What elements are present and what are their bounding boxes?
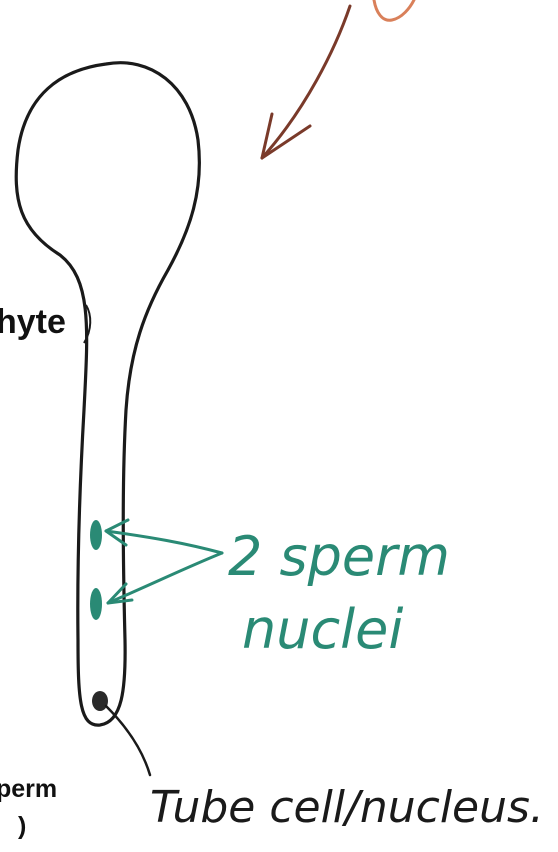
partial-label-top: hyte	[0, 303, 66, 341]
sperm-nuclei-label-line1: 2 sperm	[228, 525, 450, 588]
partial-label-bottom-2: )	[18, 812, 26, 840]
sperm-nucleus-upper	[90, 520, 102, 550]
sperm-nuclei-label-line2: nuclei	[242, 598, 403, 661]
tube-cell-label: Tube cell/nucleus.	[150, 782, 544, 833]
pollen-grain-outline	[16, 63, 199, 725]
partial-label-bottom-1: perm	[0, 775, 57, 803]
tube-nucleus	[92, 691, 108, 711]
sperm-nucleus-lower	[90, 588, 102, 620]
brown-arrow	[262, 6, 350, 158]
top-squiggle	[374, 0, 414, 20]
